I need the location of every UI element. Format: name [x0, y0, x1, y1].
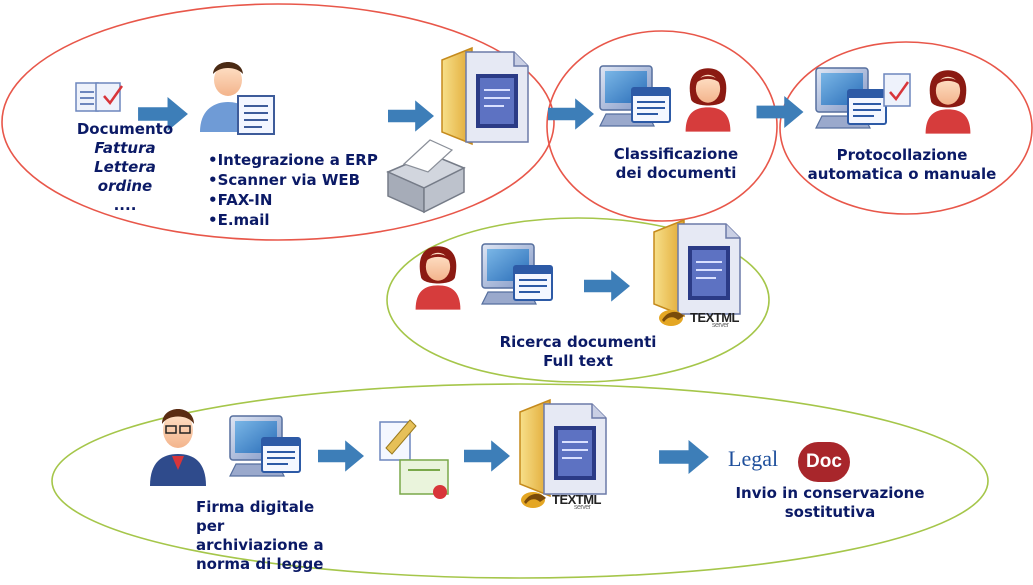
- arrow-right-icon: [388, 100, 434, 132]
- archive-folder-icon: [653, 219, 741, 317]
- list-item: Scanner via WEB: [208, 170, 378, 190]
- computer-icon: [599, 65, 671, 127]
- legaldoc-logo-badge: Doc: [798, 442, 850, 482]
- capture-group-ellipse: [1, 3, 555, 241]
- search-label: Ricerca documenti Full text: [499, 333, 657, 370]
- document-type: Fattura: [94, 139, 156, 157]
- list-item: FAX-IN: [208, 190, 378, 210]
- arrow-right-icon: [659, 440, 709, 474]
- signer-man-icon: [150, 409, 206, 486]
- legaldoc-logo-text: Legal: [728, 446, 779, 471]
- computer-icon: [229, 415, 301, 477]
- document-type: ordine: [97, 177, 153, 195]
- classification-label: Classificazione dei documenti: [613, 145, 739, 182]
- document-label: Documento Fattura Lettera ordine ....: [60, 120, 190, 215]
- list-item: Integrazione a ERP: [208, 150, 378, 170]
- arrow-right-icon: [464, 440, 510, 472]
- computer-icon: [815, 67, 887, 129]
- protocol-group-ellipse: [779, 41, 1033, 215]
- operator-woman-icon: [685, 68, 731, 132]
- preservation-label: Invio in conservazione sostitutiva: [735, 484, 925, 521]
- signed-certificate-icon: [379, 419, 449, 499]
- protocol-label: Protocollazione automatica o manuale: [807, 146, 997, 183]
- list-item: E.mail: [208, 210, 378, 230]
- classify-group-ellipse: [546, 30, 778, 222]
- document-type: Lettera: [94, 158, 156, 176]
- operator-woman-icon: [415, 246, 461, 310]
- archive-folder-icon: [519, 399, 607, 497]
- scanner-icon: [386, 139, 466, 214]
- arrow-right-icon: [584, 270, 630, 302]
- documents-icon: [75, 82, 124, 112]
- search-group-ellipse: [386, 217, 770, 383]
- document-type: ....: [113, 196, 137, 214]
- checked-document-icon: [883, 73, 911, 107]
- computer-icon: [481, 243, 553, 305]
- input-channels-list: Integrazione a ERP Scanner via WEB FAX-I…: [208, 150, 378, 230]
- signature-label: Firma digitale per archiviazione a norma…: [196, 498, 324, 573]
- operator-man-icon: [200, 62, 275, 135]
- arrow-right-icon: [548, 98, 594, 130]
- sign-group-ellipse: [51, 383, 989, 579]
- arrow-right-icon: [318, 440, 364, 472]
- archive-folder-icon: [441, 47, 529, 145]
- textml-logo-icon: [521, 492, 546, 508]
- operator-woman-icon: [925, 70, 971, 134]
